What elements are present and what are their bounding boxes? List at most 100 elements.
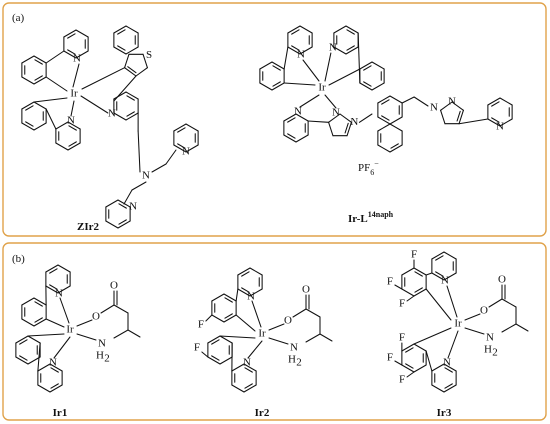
bond	[72, 63, 80, 88]
bond	[131, 181, 147, 191]
ring-bond	[37, 363, 51, 372]
bond	[425, 288, 452, 321]
bond	[299, 94, 320, 108]
bond	[268, 337, 289, 345]
ring-bond	[55, 121, 69, 130]
ring-bond	[401, 267, 415, 276]
ring-bond	[75, 50, 89, 59]
double-bond	[224, 313, 233, 319]
irl-pyrazole-n-4: N	[448, 96, 456, 108]
ir2-oxygen: O	[284, 315, 292, 327]
ring-bond	[113, 91, 127, 100]
bond	[45, 76, 68, 92]
ring-bond	[49, 384, 63, 393]
ring-bond	[75, 29, 89, 38]
ring-bond	[125, 91, 139, 100]
irl-label-main: Ir-L	[348, 213, 368, 225]
bond	[205, 314, 213, 322]
double-bond	[344, 122, 349, 134]
ring-bond	[113, 112, 127, 121]
bond	[394, 284, 403, 290]
bond	[201, 351, 209, 358]
double-bond	[444, 383, 453, 389]
bond	[406, 371, 415, 378]
double-bond	[363, 81, 372, 87]
irl-label: Ir-L14naph	[348, 210, 394, 225]
ring-bond	[401, 343, 415, 352]
double-bond	[127, 66, 137, 74]
ir2-label: Ir2	[255, 407, 270, 419]
irl-pyrazole-n-3: N	[430, 102, 438, 114]
bond	[425, 350, 433, 372]
ring-bond	[333, 46, 347, 55]
double-bond	[118, 203, 127, 209]
double-bond	[118, 219, 127, 225]
bond	[328, 68, 361, 86]
ring-bond	[499, 118, 513, 127]
ring-bond	[440, 101, 453, 111]
ir3-pyridine-n-top: N	[441, 275, 449, 287]
ring-bond	[105, 220, 119, 229]
ir1-carbonyl-o: O	[110, 280, 118, 292]
ir3-fluorine-5: F	[387, 352, 393, 364]
ir1-pyridine-n-top: N	[55, 288, 63, 300]
ring-bond	[33, 101, 47, 110]
ring-bond	[339, 113, 352, 123]
double-bond	[67, 33, 76, 39]
ir2-fluorine-bottom: F	[194, 342, 200, 354]
bond	[27, 333, 65, 337]
ring-bond	[413, 343, 427, 352]
ring-bond	[377, 123, 391, 132]
ring-bond	[57, 264, 71, 273]
ring-bond	[371, 82, 385, 91]
bond	[305, 333, 321, 343]
ring-bond	[67, 142, 81, 151]
ring-bond	[237, 288, 251, 297]
ring-bond	[345, 46, 359, 55]
double-bond	[291, 45, 300, 51]
double-bond	[491, 117, 500, 123]
irl-pyridine-n-3: N	[294, 106, 302, 118]
bond	[100, 304, 115, 314]
ir1-label: Ir1	[53, 407, 68, 419]
double-bond	[444, 367, 453, 373]
irl-label-sup: 14naph	[368, 210, 394, 219]
bond	[464, 313, 481, 321]
ring-bond	[401, 364, 415, 373]
double-bond	[68, 141, 77, 147]
panel-b-frame	[2, 242, 547, 421]
bond	[251, 300, 262, 328]
ring-bond	[431, 251, 445, 260]
ring-bond	[33, 122, 47, 131]
double-bond	[224, 297, 233, 303]
bond	[413, 96, 429, 107]
ring-bond	[67, 121, 81, 130]
ring-bond	[185, 123, 199, 132]
bond	[247, 340, 263, 359]
ir1-iridium: Ir	[66, 324, 74, 336]
ir2-carbonyl-o: O	[302, 284, 310, 296]
ring-bond	[431, 363, 445, 372]
ring-bond	[328, 121, 334, 137]
ring-bond	[45, 264, 59, 273]
bond	[165, 149, 177, 165]
ir3-carbonyl-o: O	[498, 274, 506, 286]
ir2-iridium: Ir	[258, 328, 266, 340]
bond	[113, 304, 129, 314]
ring-bond	[413, 364, 427, 373]
double-bond	[50, 383, 59, 389]
double-bond	[177, 143, 186, 149]
ring-bond	[333, 25, 347, 34]
bond	[401, 96, 415, 104]
ring-bond	[440, 109, 446, 125]
bond	[45, 108, 57, 130]
bond	[307, 120, 330, 123]
zir2-sulfur: S	[146, 49, 152, 61]
ring-bond	[15, 335, 29, 344]
ring-bond	[21, 55, 35, 64]
bond	[81, 67, 126, 90]
ir2-fluorine-top: F	[198, 319, 204, 331]
ring-bond	[487, 97, 501, 106]
